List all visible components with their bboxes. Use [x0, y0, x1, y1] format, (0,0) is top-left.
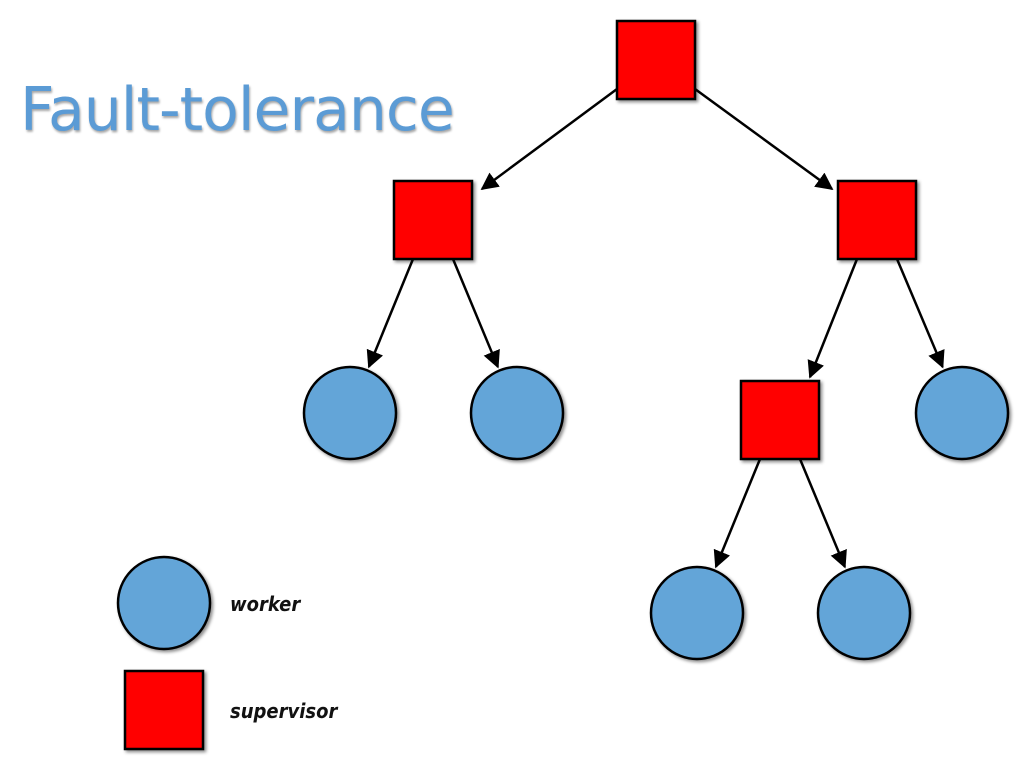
- edge-sup-nested-to-worker-5: [798, 458, 847, 569]
- edge-sup-left-to-worker-1: [366, 258, 415, 369]
- edge-root-to-sup-left: [480, 87, 618, 191]
- legend-supervisor-icon: [123, 669, 205, 751]
- worker-node-worker-1: [302, 365, 398, 461]
- legend-worker: worker: [116, 555, 301, 651]
- supervisor-node-root: [615, 19, 697, 101]
- edge-sup-nested-to-worker-4: [713, 458, 762, 569]
- worker-node-worker-3: [914, 365, 1010, 461]
- tree-nodes: [302, 19, 1010, 661]
- edge-sup-right-to-worker-3: [895, 258, 945, 369]
- edge-root-to-sup-right: [694, 87, 834, 191]
- worker-node-worker-4: [649, 565, 745, 661]
- legend: worker supervisor: [116, 555, 338, 751]
- slide-title: Fault-tolerance: [20, 75, 455, 145]
- edge-sup-right-to-sup-nested: [807, 258, 859, 379]
- legend-supervisor-label: supervisor: [230, 699, 338, 723]
- tree-edges: [366, 87, 945, 569]
- legend-supervisor: supervisor: [123, 669, 338, 751]
- supervisor-node-sup-nested: [739, 379, 821, 461]
- legend-worker-label: worker: [230, 592, 301, 616]
- worker-node-worker-2: [469, 365, 565, 461]
- supervisor-node-sup-left: [392, 179, 474, 261]
- edge-sup-left-to-worker-2: [451, 258, 500, 369]
- legend-worker-icon: [116, 555, 212, 651]
- supervisor-node-sup-right: [836, 179, 918, 261]
- worker-node-worker-5: [816, 565, 912, 661]
